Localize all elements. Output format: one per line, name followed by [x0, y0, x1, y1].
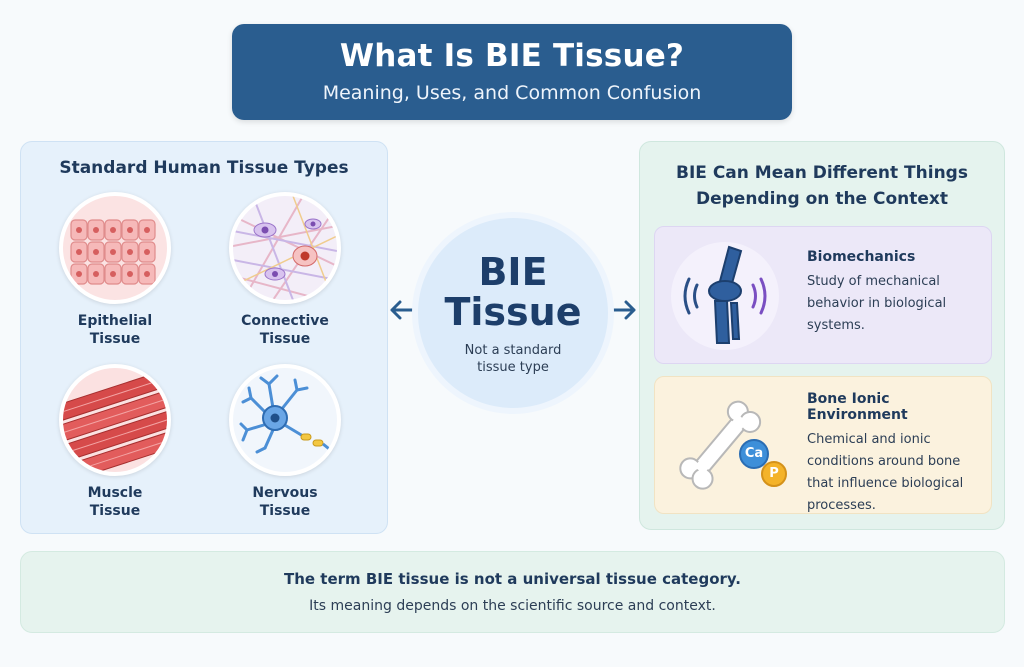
epithelial-label-1: Epithelial	[77, 313, 153, 329]
tissue-label: Tissue	[444, 290, 582, 334]
bie-meanings-heading: BIE Can Mean Different Things Depending …	[640, 160, 1004, 212]
bone-ionic-desc: Chemical and ionic conditions around bon…	[807, 429, 989, 517]
biomechanics-desc-2: behavior in biological	[807, 296, 947, 311]
bone-ions-icon: Ca P	[667, 389, 787, 503]
tissue-nervous: Nervous Tissue	[215, 364, 355, 520]
bie-tissue-circle: BIE Tissue Not a standard tissue type	[418, 218, 608, 408]
epithelial-tissue-icon	[59, 192, 171, 304]
epithelial-label-2: Tissue	[89, 331, 141, 347]
tissue-connective: Connective Tissue	[215, 192, 355, 348]
muscle-tissue-icon	[59, 364, 171, 476]
bie-meanings-panel: BIE Can Mean Different Things Depending …	[639, 141, 1005, 530]
nervous-label-2: Tissue	[259, 503, 311, 519]
phosphate-ion-icon: P	[761, 461, 787, 487]
connective-label-2: Tissue	[259, 331, 311, 347]
page-title: What Is BIE Tissue?	[339, 38, 685, 74]
bie-meanings-heading-1: BIE Can Mean Different Things	[676, 163, 968, 183]
nervous-label-1: Nervous	[252, 485, 318, 501]
connective-label-1: Connective	[241, 313, 329, 329]
footer-note: Its meaning depends on the scientific so…	[309, 598, 716, 614]
center-note-2: tissue type	[477, 360, 549, 375]
bone-ionic-desc-2: conditions around bone	[807, 454, 961, 469]
tissue-epithelial: Epithelial Tissue	[45, 192, 185, 348]
biomechanics-desc: Study of mechanical behavior in biologic…	[807, 271, 989, 337]
standard-tissue-heading: Standard Human Tissue Types	[59, 158, 349, 178]
standard-tissue-panel: Standard Human Tissue Types	[20, 141, 388, 534]
connective-tissue-icon	[229, 192, 341, 304]
biomechanics-desc-1: Study of mechanical	[807, 274, 940, 289]
knee-joint-icon	[667, 239, 783, 353]
muscle-label-2: Tissue	[89, 503, 141, 519]
bone-ionic-title: Bone Ionic Environment	[807, 391, 908, 423]
bone-ionic-desc-3: that influence biological	[807, 476, 964, 491]
biomechanics-title: Biomechanics	[807, 249, 916, 265]
center-note-1: Not a standard	[464, 343, 562, 358]
muscle-label-1: Muscle	[87, 485, 143, 501]
page-subtitle: Meaning, Uses, and Common Confusion	[322, 82, 702, 104]
footer-statement: The term BIE tissue is not a universal t…	[283, 570, 742, 588]
arrow-right-icon	[610, 300, 636, 320]
bie-label: BIE	[478, 250, 548, 294]
title-banner: What Is BIE Tissue? Meaning, Uses, and C…	[232, 24, 792, 120]
bone-ionic-desc-1: Chemical and ionic	[807, 432, 931, 447]
tissue-muscle: Muscle Tissue	[45, 364, 185, 520]
biomechanics-desc-3: systems.	[807, 318, 865, 333]
bie-meanings-heading-2: Depending on the Context	[695, 189, 948, 209]
summary-footer: The term BIE tissue is not a universal t…	[20, 551, 1005, 633]
arrow-left-icon	[390, 300, 416, 320]
nervous-tissue-icon	[229, 364, 341, 476]
bone-ionic-card: Ca P Bone Ionic Environment Chemical and…	[654, 376, 992, 514]
biomechanics-card: Biomechanics Study of mechanical behavio…	[654, 226, 992, 364]
bone-ionic-desc-4: processes.	[807, 498, 876, 513]
